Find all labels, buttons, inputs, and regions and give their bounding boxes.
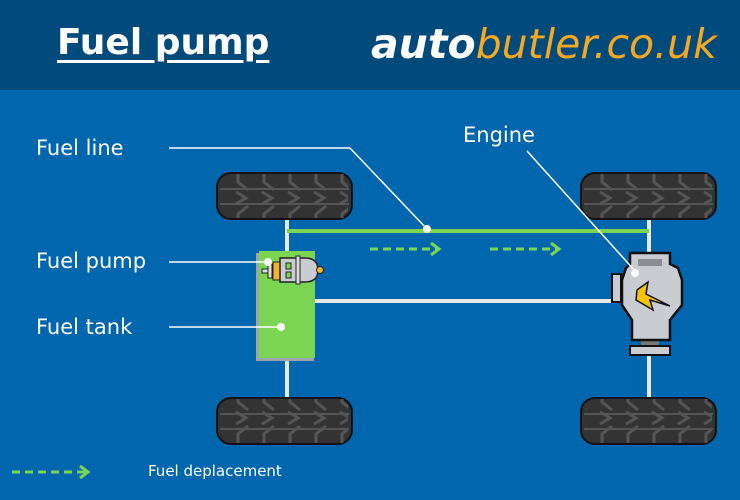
- leader-dot-fuel-pump: [264, 258, 272, 266]
- tyre-front-right: [580, 172, 717, 220]
- header-banner: Fuel pump autobutler.co.uk: [0, 0, 740, 90]
- label-fuel-tank: Fuel tank: [36, 315, 133, 339]
- leader-lines: [169, 147, 639, 331]
- engine-icon: [611, 251, 684, 356]
- tyre-rear-right: [580, 397, 717, 445]
- leader-dot-engine: [631, 269, 639, 277]
- page-title: Fuel pump: [57, 22, 270, 63]
- leader-dot-fuel-line: [423, 225, 431, 233]
- label-fuel-pump: Fuel pump: [36, 249, 147, 273]
- label-fuel-line: Fuel line: [36, 136, 124, 160]
- brand-logo: autobutler.co.uk: [371, 20, 717, 68]
- leader-engine: [526, 150, 637, 273]
- chassis: [285, 210, 651, 400]
- tyre-front-left: [216, 172, 353, 220]
- fuel-flow-arrow: [490, 241, 562, 257]
- brand-part-butler: butler.co.uk: [475, 20, 717, 68]
- legend-label: Fuel deplacement: [148, 462, 282, 480]
- leader-fuel-line-diag: [349, 147, 428, 230]
- legend-arrow: [12, 464, 91, 480]
- tyre-rear-left: [216, 397, 353, 445]
- fuel-flow-arrow: [370, 241, 442, 257]
- leader-dot-fuel-tank: [277, 323, 285, 331]
- label-engine: Engine: [463, 123, 535, 147]
- brand-part-auto: auto: [371, 20, 476, 68]
